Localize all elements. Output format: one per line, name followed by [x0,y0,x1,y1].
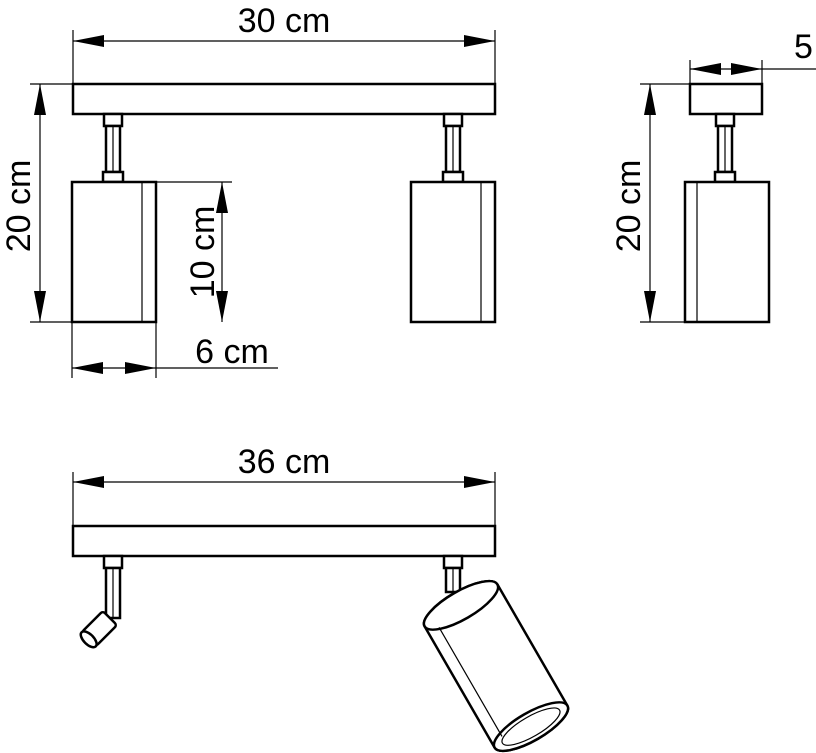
side-height-label: 20 cm [610,160,648,253]
side-height-dimension: 20 cm [610,83,690,323]
shade-height-dimension: 10 cm [156,181,232,322]
bottom-mounting-bar [71,524,497,558]
front-right-shade [409,180,497,324]
bottom-left-spot [79,554,124,649]
shade-width-label: 6 cm [195,333,269,371]
front-view: 30 cm 20 cm [0,2,497,378]
bottom-view: 36 cm [71,443,570,753]
front-left-shade [70,180,158,324]
bottom-right-spot [422,554,570,753]
side-depth-dimension: 5 [689,28,816,84]
mounting-bar [71,82,497,116]
bottom-width-dimension: 36 cm [72,443,496,526]
side-shade [683,180,771,324]
side-view: 5 20 cm [610,28,816,324]
front-height-dimension: 20 cm [0,83,73,323]
shade-width-dimension: 6 cm [71,322,278,378]
side-mount-block [688,82,764,116]
shade-height-label: 10 cm [184,206,222,299]
shade-opening [492,701,570,753]
front-width-label: 30 cm [238,2,331,40]
front-height-label: 20 cm [0,160,38,253]
side-depth-label: 5 [794,28,813,66]
front-right-spot [409,112,497,324]
bottom-width-label: 36 cm [238,443,331,481]
front-left-spot [70,112,158,324]
front-width-dimension: 30 cm [73,2,495,47]
